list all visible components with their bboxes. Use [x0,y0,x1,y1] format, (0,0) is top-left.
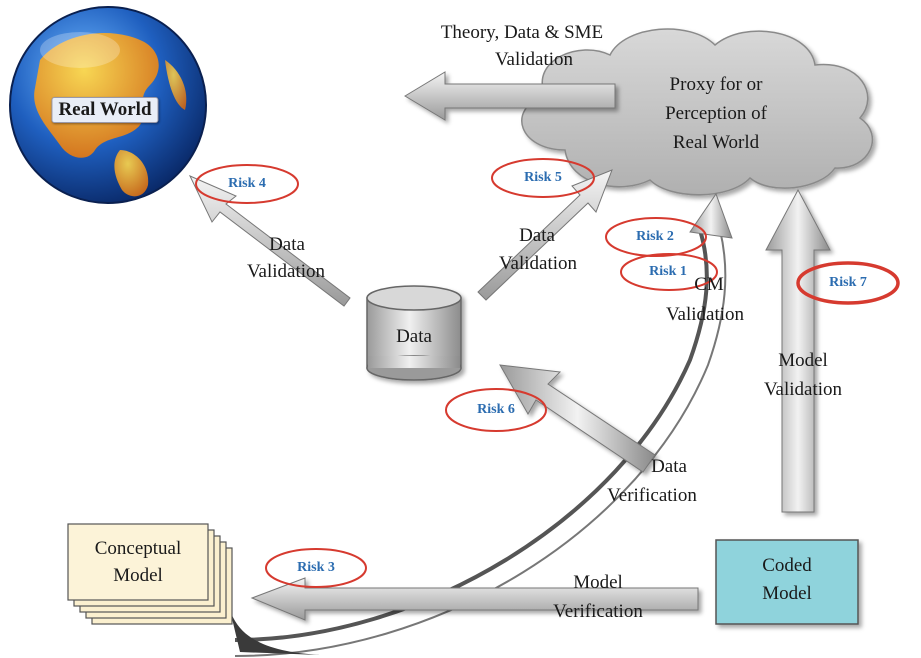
risk3-label: Risk 3 [297,560,335,575]
risk4-label: Risk 4 [228,176,266,191]
risk3-oval [265,548,367,588]
model-validation-arrow [765,188,831,513]
risk7-oval [796,261,900,305]
risk1-label: Risk 1 [649,264,687,279]
data-store-label: Data [396,326,432,347]
cloud-label-line2: Perception of [665,103,767,124]
cloud-label-line1: Proxy for or [669,74,763,95]
model-validation-label-line2: Validation [763,379,843,400]
conceptual-model-label-line2: Model [113,565,163,586]
risk5-label: Risk 5 [524,170,562,185]
data-verification-arrow [499,364,656,473]
conceptual-model-stack [67,523,233,625]
model-validation-label-line1: Model [778,350,828,371]
data-validation-left-label-line1: Data [269,234,305,255]
cloud-shape [521,28,874,196]
risk7-label: Risk 7 [829,275,867,290]
data-cylinder [366,285,462,381]
real-world-label: Real World [51,97,159,123]
theory-validation-arrow [404,71,616,121]
risk-ovals [195,158,900,588]
risk2-oval [605,217,707,257]
data-validation-left-arrow [188,175,351,307]
data-verification-label-line2: Verification [607,485,697,506]
data-validation-right-label-line1: Data [519,225,555,246]
risk6-label: Risk 6 [477,402,515,417]
model-verification-arrow [250,577,699,621]
model-verification-label-line2: Verification [553,601,643,622]
theory-validation-label-line2: Validation [494,49,574,70]
data-validation-right-arrow [477,169,613,301]
data-verification-label-line1: Data [651,456,687,477]
risk4-oval [195,164,299,204]
coded-model-label-line2: Model [762,583,812,604]
data-validation-left-label-line2: Validation [246,261,326,282]
cm-validation-label-line2: Validation [665,304,745,325]
theory-validation-label-line1: Theory, Data & SME [440,22,604,43]
cloud-label-line3: Real World [672,132,760,153]
coded-model-box [715,539,859,625]
conceptual-model-label-line1: Conceptual [94,538,182,559]
cm-validation-label-line1: CM [694,274,724,295]
risk1-oval [620,253,718,291]
risk2-label: Risk 2 [636,229,674,244]
model-verification-label-line1: Model [573,572,623,593]
risk6-oval [445,388,547,432]
risk5-oval [491,158,595,198]
data-validation-right-label-line2: Validation [498,253,578,274]
coded-model-label-line1: Coded [762,555,812,576]
